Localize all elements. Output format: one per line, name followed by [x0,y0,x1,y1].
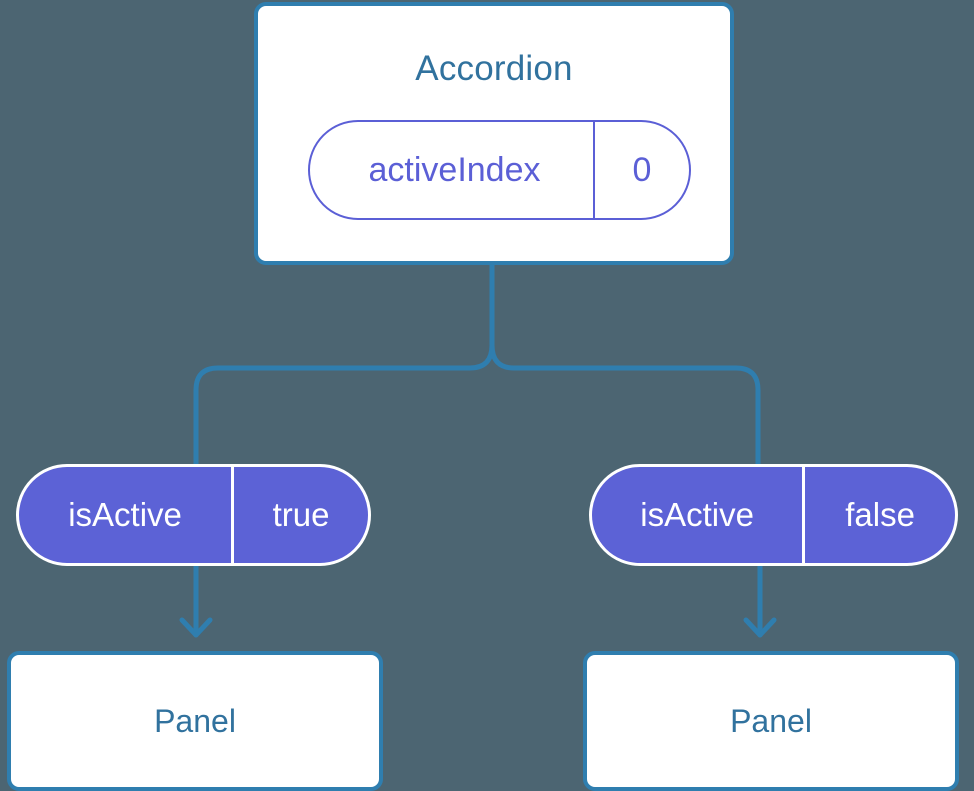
active-index-value: 0 [593,122,689,218]
panel-node-left: Panel [7,651,383,791]
is-active-pill-left: isActive true [16,464,371,566]
diagram-canvas: Accordion activeIndex 0 isActive true is… [7,2,959,791]
is-active-value-right: false [802,467,955,563]
arrow-left-head [179,617,213,638]
active-index-key: activeIndex [368,150,541,189]
is-active-pill-right: isActive false [589,464,958,566]
is-active-key-left: isActive [68,496,182,533]
active-index-pill: activeIndex 0 [308,120,691,220]
panel-title-right: Panel [730,703,812,739]
arrow-right-head [743,617,777,638]
panel-node-right: Panel [583,651,959,791]
branch-right-line [489,344,761,465]
branch-left-line [193,344,495,465]
is-active-value-left: true [231,467,368,563]
accordion-title: Accordion [415,49,573,88]
is-active-key-right: isActive [640,496,754,533]
panel-title-left: Panel [154,703,236,739]
